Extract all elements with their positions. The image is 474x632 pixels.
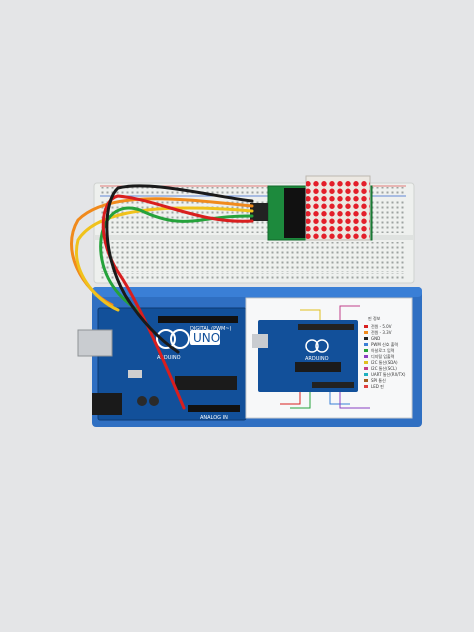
card-legend-item: GND [371,336,380,341]
arduino-board: ARDUINO UNO DIGITAL (PWM~) ANALOG IN [77,307,247,421]
card-legend-item: 디지털 입출력 [371,353,395,359]
card-arduino-brand: ARDUINO [305,356,329,362]
led-matrix-module [250,175,373,241]
arduino-model: UNO [193,331,220,345]
power-jack [92,393,122,415]
microcontroller-chip [175,376,237,390]
pinout-card: ARDUINO 핀 정보 전원 - 5.0V 전원 - 3.3V GND PWM… [245,297,413,419]
card-arduino-logo-icon [305,339,319,353]
card-legend: 핀 정보 전원 - 5.0V 전원 - 3.3V GND PWM 신호 출력 아… [364,315,406,389]
arduino-logo-icon [156,329,176,349]
card-legend-item: 아날로그 입력 [371,347,395,353]
jumper-wires [70,184,254,410]
arduino-brand: ARDUINO [157,355,181,361]
card-legend-item: 전원 - 3.3V [371,329,392,335]
card-legend-item: LED 핀 [371,383,384,389]
card-legend-item: I2C 통신(SCL) [371,365,397,371]
usb-port [77,329,113,357]
pin-header [250,203,268,221]
digital-header [158,316,238,323]
driver-chip [284,188,306,238]
card-legend-item: I2C 통신(SDA) [371,359,398,365]
card-legend-item: PWM 신호 출력 [371,341,398,347]
digital-header-label: DIGITAL (PWM~) [190,326,232,332]
card-legend-item: SPI 통신 [371,377,386,383]
card-legend-title: 핀 정보 [368,315,381,321]
analog-header [188,405,240,412]
analog-header-label: ANALOG IN [200,415,228,421]
card-legend-item: UART 통신(RX/TX) [371,371,406,377]
card-legend-item: 전원 - 5.0V [371,323,392,329]
